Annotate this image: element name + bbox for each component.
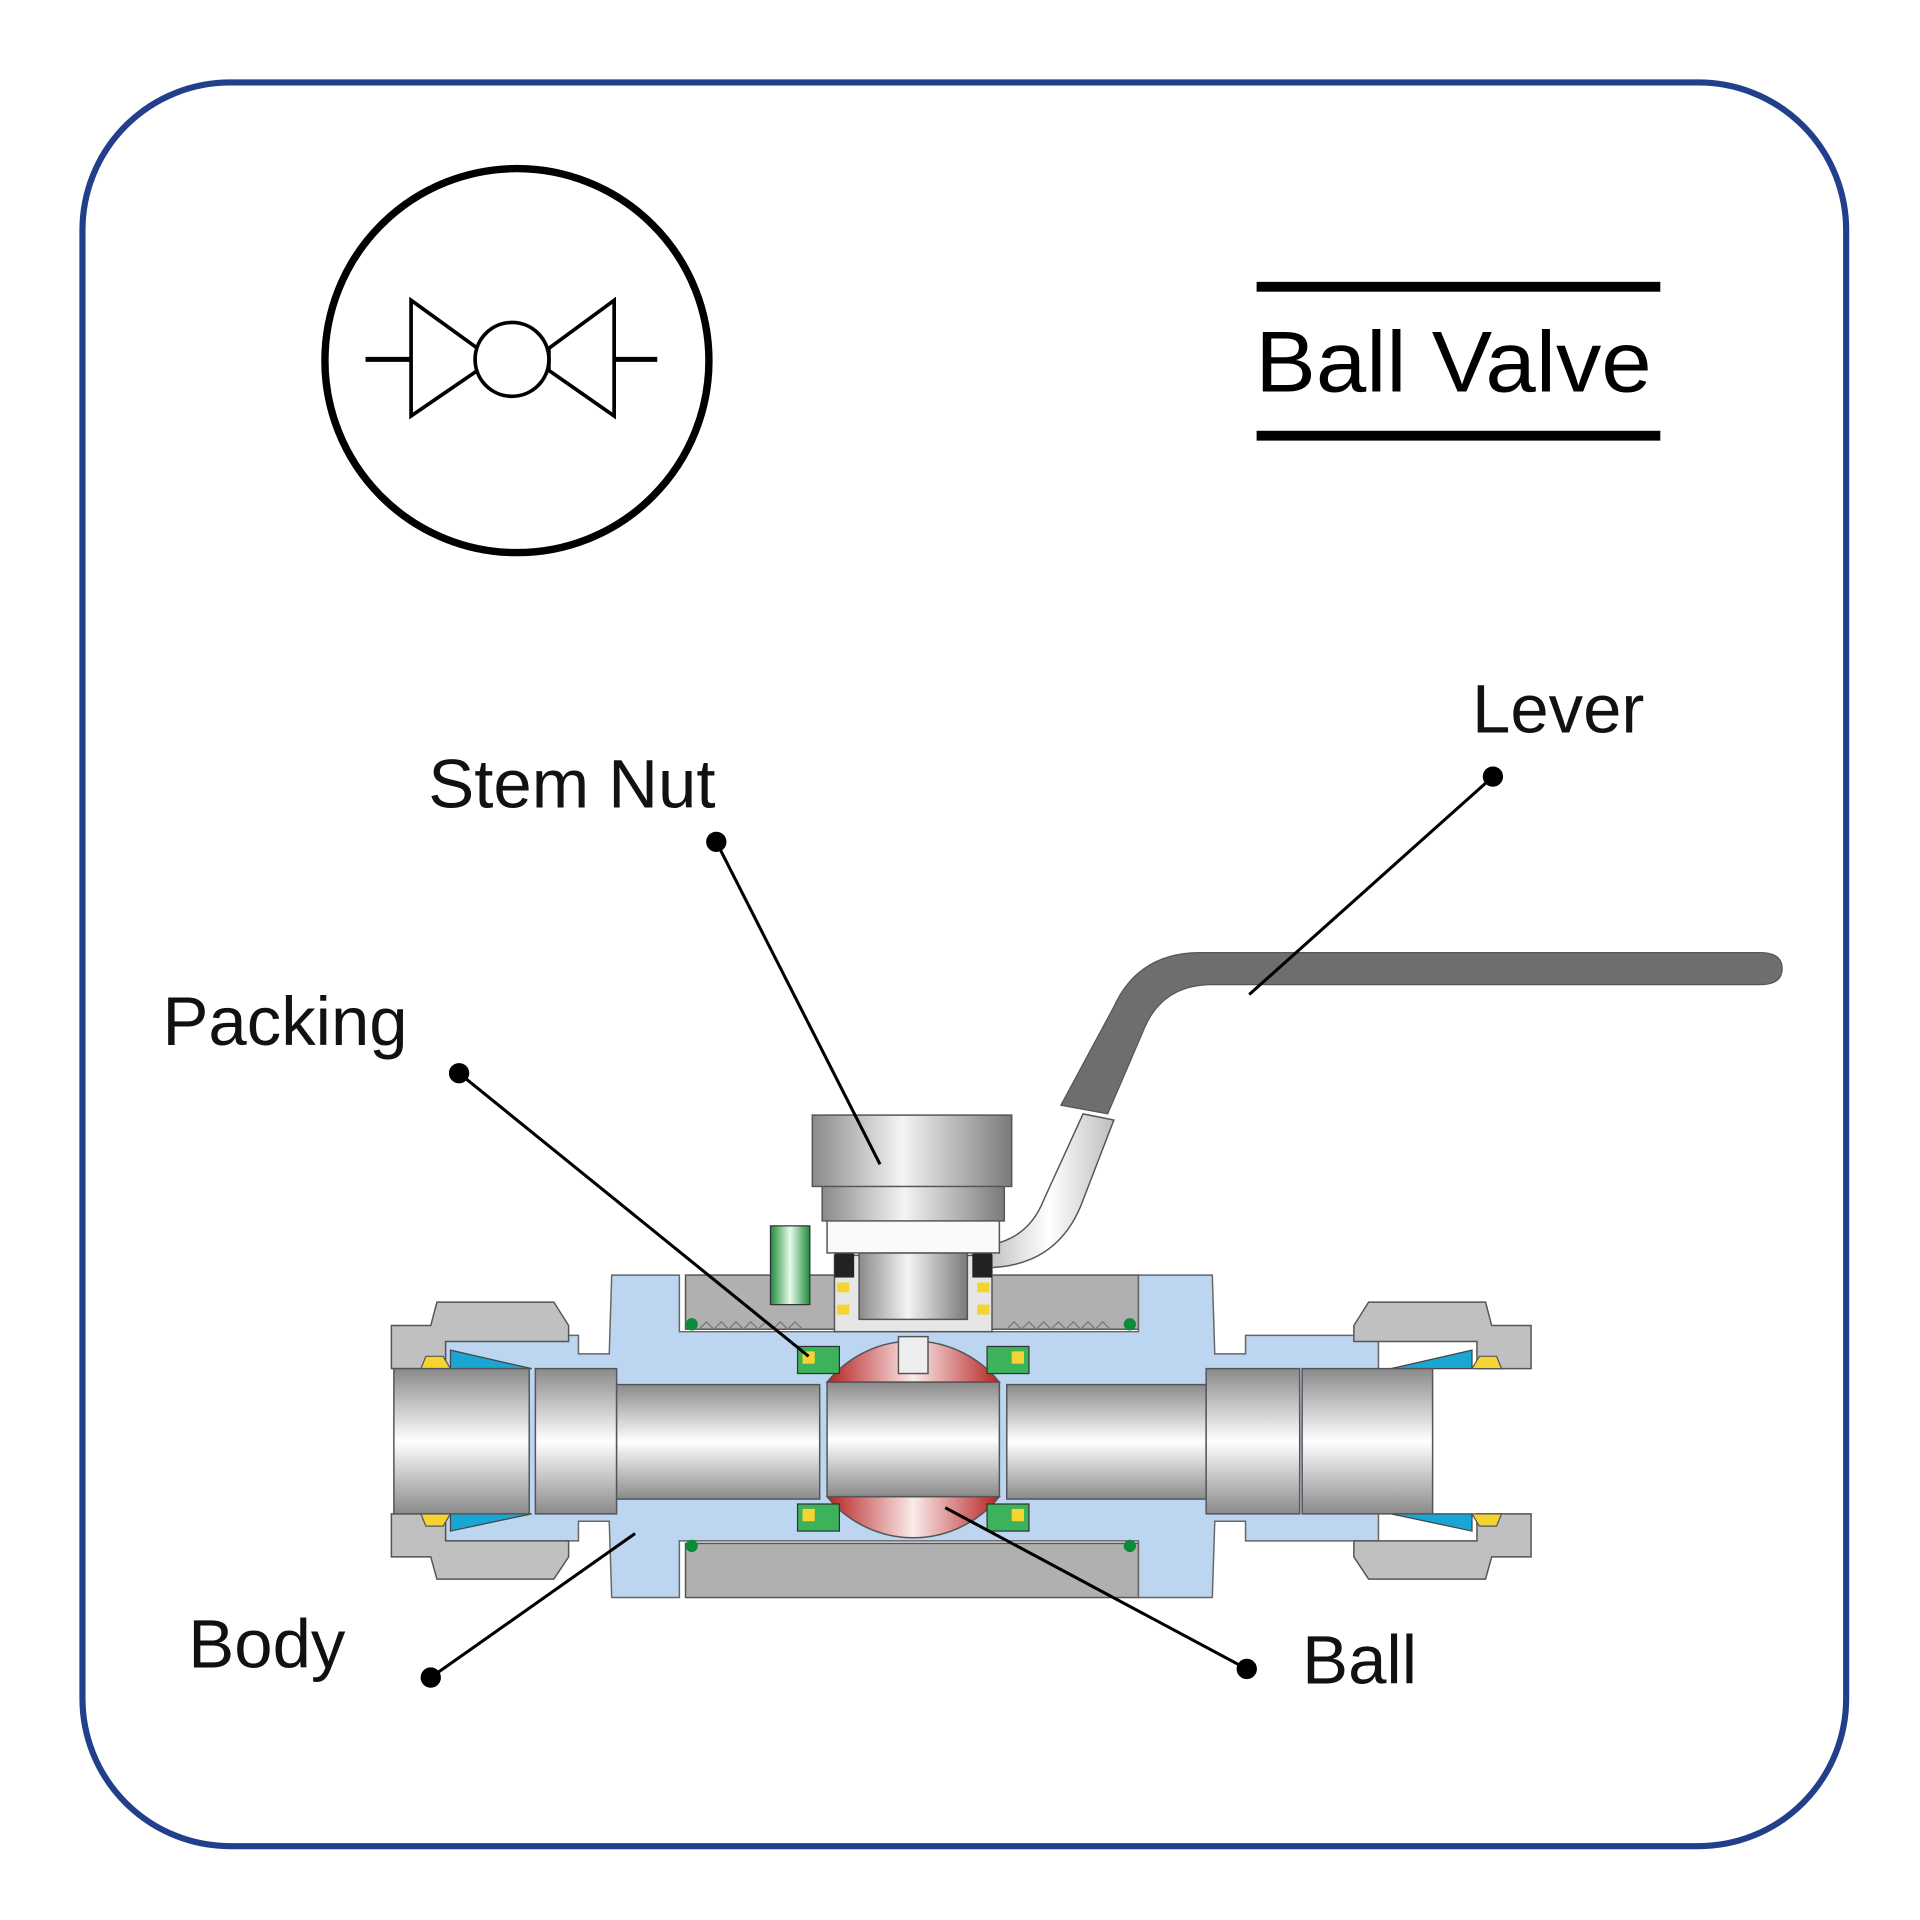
label-lever: Lever	[1472, 670, 1644, 747]
lever	[983, 952, 1783, 1269]
end-nut-right	[1353, 1301, 1532, 1580]
title-block: Ball Valve	[1255, 281, 1661, 441]
label-ball: Ball	[1302, 1622, 1417, 1699]
leader-stem-nut	[714, 841, 882, 1166]
stem-nut	[769, 1114, 1013, 1333]
title-text: Ball Valve	[1255, 314, 1651, 410]
ball	[825, 1335, 1001, 1539]
leader-lever	[1248, 775, 1494, 996]
label-body: Body	[188, 1606, 346, 1683]
leader-body	[429, 1532, 636, 1679]
label-stem-nut: Stem Nut	[428, 745, 715, 822]
leader-packing	[458, 1072, 810, 1358]
label-packing: Packing	[162, 983, 407, 1060]
ball-valve-symbol-icon	[321, 164, 713, 557]
packing-seats	[685, 1318, 1136, 1552]
leader-ball	[944, 1506, 1248, 1671]
title-rule-top	[1256, 281, 1661, 292]
pipe-bore	[393, 1367, 1434, 1515]
leader-lines	[420, 766, 1504, 1688]
title-rule-bottom	[1256, 430, 1661, 441]
